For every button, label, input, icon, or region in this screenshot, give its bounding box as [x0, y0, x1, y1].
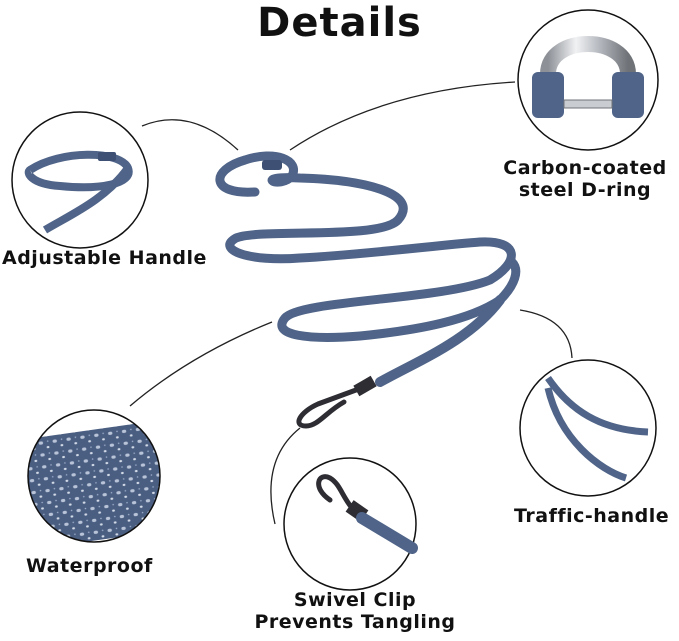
connector-swivel: [270, 427, 301, 525]
page-title: Details: [257, 0, 422, 46]
swivel-clip-label-line1: Swivel Clip: [293, 589, 417, 611]
swivel-clip-label: Swivel Clip Prevents Tangling: [240, 589, 470, 634]
swivel-clip-label-line2: Prevents Tangling: [254, 610, 456, 633]
d-ring-label-line2: steel D-ring: [518, 178, 652, 201]
connector-dring: [289, 81, 516, 151]
d-ring-closeup: [517, 9, 659, 151]
adjustable-handle-label: Adjustable Handle: [2, 247, 207, 269]
waterproof-texture: [19, 409, 169, 550]
connector-adjustable: [141, 119, 239, 151]
d-ring-label-line1: Carbon-coated: [503, 157, 667, 179]
d-ring-label: Carbon-coated steel D-ring: [500, 157, 670, 202]
traffic-handle-label: Traffic-handle: [514, 505, 670, 527]
swivel-clip-closeup: [283, 457, 418, 591]
waterproof-label: Waterproof: [26, 555, 153, 577]
leash-buckle: [262, 160, 282, 170]
traffic-handle-closeup: [519, 359, 657, 497]
leash-product: [215, 151, 521, 429]
connector-waterproof: [129, 321, 273, 407]
connector-traffic: [519, 309, 573, 359]
connector-lines: [129, 81, 573, 525]
handle-closeup: [11, 111, 149, 249]
leash-clip: [296, 375, 377, 429]
